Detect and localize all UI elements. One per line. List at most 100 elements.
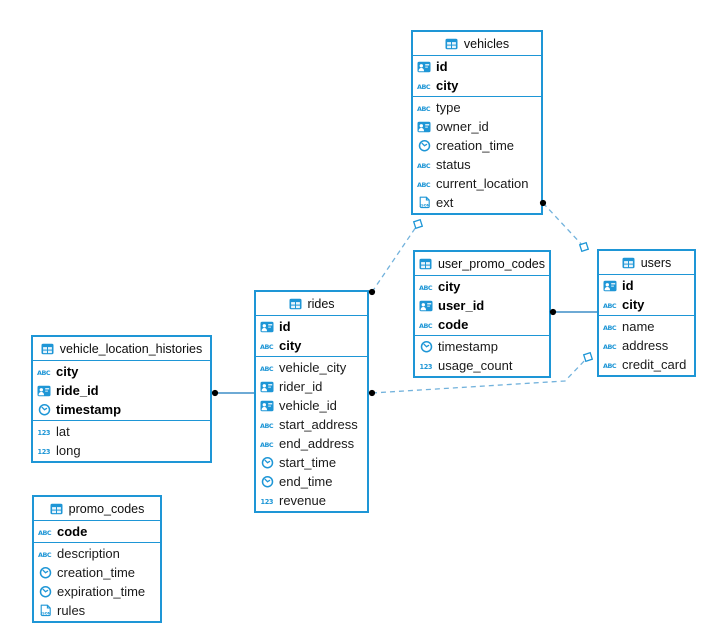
- column-row-user_id[interactable]: user_id: [415, 296, 549, 315]
- entity-users[interactable]: users id ABC city ABC name ABC address A…: [597, 249, 696, 377]
- key-columns-section: ABC code: [34, 521, 160, 543]
- svg-text:ABC: ABC: [419, 322, 433, 330]
- column-row-description[interactable]: ABC description: [34, 544, 160, 563]
- number-type-icon: 123: [37, 444, 52, 457]
- column-row-rider_id[interactable]: rider_id: [256, 377, 367, 396]
- entity-header[interactable]: user_promo_codes: [415, 252, 549, 276]
- column-row-id[interactable]: id: [413, 57, 541, 76]
- id-type-icon: [260, 320, 274, 333]
- column-row-expiration_time[interactable]: expiration_time: [34, 582, 160, 601]
- column-row-code[interactable]: ABC code: [34, 522, 160, 541]
- entity-user_promo_codes[interactable]: user_promo_codes ABC city user_id ABC co…: [413, 250, 551, 378]
- column-row-vehicle_city[interactable]: ABC vehicle_city: [256, 358, 367, 377]
- string-type-icon: ABC: [417, 101, 431, 114]
- column-row-ride_id[interactable]: ride_id: [33, 381, 210, 400]
- column-row-id[interactable]: id: [256, 317, 367, 336]
- svg-text:ABC: ABC: [260, 365, 274, 373]
- entity-title: rides: [307, 296, 335, 311]
- svg-text:ABC: ABC: [417, 83, 431, 91]
- svg-text:ABC: ABC: [603, 324, 617, 332]
- column-row-city[interactable]: ABC city: [256, 336, 367, 355]
- column-row-ext[interactable]: JSON ext: [413, 193, 541, 212]
- fk-line-vehicle_location_histories-rides[interactable]: [211, 389, 254, 397]
- column-name: address: [622, 338, 669, 353]
- column-name: rules: [57, 603, 86, 618]
- entity-vehicles[interactable]: vehicles id ABC city ABC type owner_id c…: [411, 30, 543, 215]
- column-row-city[interactable]: ABC city: [599, 295, 694, 314]
- entity-header[interactable]: rides: [256, 292, 367, 316]
- column-name: vehicle_id: [279, 398, 337, 413]
- column-row-city[interactable]: ABC city: [413, 76, 541, 95]
- datetime-type-icon: [417, 139, 431, 152]
- string-type-icon: ABC: [260, 437, 274, 450]
- column-row-usage_count[interactable]: 123 usage_count: [415, 356, 549, 375]
- column-row-owner_id[interactable]: owner_id: [413, 117, 541, 136]
- column-row-status[interactable]: ABC status: [413, 155, 541, 174]
- column-row-revenue[interactable]: 123 revenue: [256, 491, 367, 510]
- column-row-end_time[interactable]: end_time: [256, 472, 367, 491]
- entity-header[interactable]: vehicles: [413, 32, 541, 56]
- columns-section: 123 lat 123 long: [33, 421, 210, 461]
- column-row-city[interactable]: ABC city: [415, 277, 549, 296]
- fk-line-vehicles-users[interactable]: [539, 199, 590, 253]
- svg-text:ABC: ABC: [260, 343, 274, 351]
- column-name: current_location: [436, 176, 529, 191]
- key-columns-section: ABC city user_id ABC code: [415, 276, 549, 336]
- column-name: rider_id: [279, 379, 323, 394]
- string-type-icon: ABC: [260, 361, 274, 374]
- number-type-icon: 123: [260, 494, 275, 507]
- column-row-vehicle_id[interactable]: vehicle_id: [256, 396, 367, 415]
- svg-text:123: 123: [420, 363, 433, 371]
- entity-header[interactable]: promo_codes: [34, 497, 160, 521]
- column-row-id[interactable]: id: [599, 276, 694, 295]
- column-row-code[interactable]: ABC code: [415, 315, 549, 334]
- connector-square: [578, 241, 590, 253]
- column-row-long[interactable]: 123 long: [33, 441, 210, 460]
- string-type-icon: ABC: [419, 280, 433, 293]
- column-name: city: [56, 364, 79, 379]
- column-row-timestamp[interactable]: timestamp: [415, 337, 549, 356]
- string-type-icon: ABC: [603, 339, 617, 352]
- entity-header[interactable]: vehicle_location_histories: [33, 337, 210, 361]
- column-name: long: [56, 443, 81, 458]
- column-name: vehicle_city: [279, 360, 347, 375]
- entity-vehicle_location_histories[interactable]: vehicle_location_histories ABC city ride…: [31, 335, 212, 463]
- column-row-creation_time[interactable]: creation_time: [34, 563, 160, 582]
- column-name: user_id: [438, 298, 485, 313]
- entity-promo_codes[interactable]: promo_codes ABC code ABC description cre…: [32, 495, 162, 623]
- column-row-type[interactable]: ABC type: [413, 98, 541, 117]
- column-row-start_time[interactable]: start_time: [256, 453, 367, 472]
- entity-title: vehicle_location_histories: [59, 341, 203, 356]
- column-row-creation_time[interactable]: creation_time: [413, 136, 541, 155]
- column-name: start_address: [279, 417, 358, 432]
- column-name: credit_card: [622, 357, 687, 372]
- connector-square: [582, 351, 594, 363]
- svg-text:ABC: ABC: [603, 362, 617, 370]
- svg-text:ABC: ABC: [603, 302, 617, 310]
- column-name: creation_time: [57, 565, 136, 580]
- key-columns-section: ABC city ride_id timestamp: [33, 361, 210, 421]
- column-row-current_location[interactable]: ABC current_location: [413, 174, 541, 193]
- column-row-rules[interactable]: JSON rules: [34, 601, 160, 620]
- column-name: ride_id: [56, 383, 99, 398]
- column-row-end_address[interactable]: ABC end_address: [256, 434, 367, 453]
- datetime-type-icon: [260, 456, 274, 469]
- id-type-icon: [260, 380, 274, 393]
- column-row-address[interactable]: ABC address: [599, 336, 694, 355]
- column-row-lat[interactable]: 123 lat: [33, 422, 210, 441]
- column-row-start_address[interactable]: ABC start_address: [256, 415, 367, 434]
- column-row-city[interactable]: ABC city: [33, 362, 210, 381]
- columns-section: ABC name ABC address ABC credit_card: [599, 316, 694, 375]
- column-row-credit_card[interactable]: ABC credit_card: [599, 355, 694, 374]
- table-icon: [419, 257, 433, 270]
- string-type-icon: ABC: [603, 358, 617, 371]
- entity-header[interactable]: users: [599, 251, 694, 275]
- column-row-timestamp[interactable]: timestamp: [33, 400, 210, 419]
- column-row-name[interactable]: ABC name: [599, 317, 694, 336]
- column-name: lat: [56, 424, 70, 439]
- string-type-icon: ABC: [417, 79, 431, 92]
- column-name: end_time: [279, 474, 333, 489]
- svg-text:ABC: ABC: [38, 529, 52, 537]
- entity-rides[interactable]: rides id ABC city ABC vehicle_city rider…: [254, 290, 369, 513]
- fk-line-user_promo_codes-users[interactable]: [549, 308, 597, 316]
